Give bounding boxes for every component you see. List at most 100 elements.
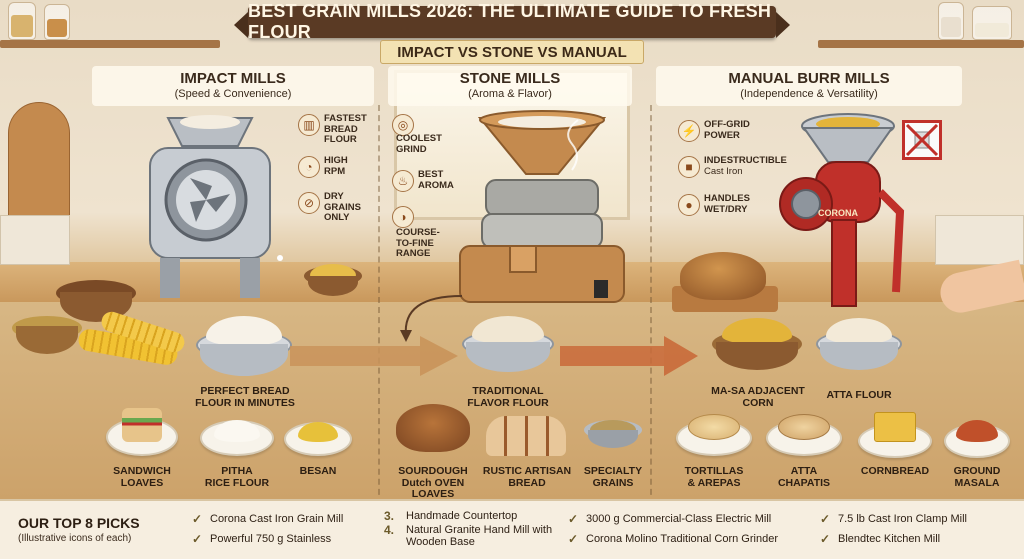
cabinet: [0, 215, 70, 265]
atta-bowl: [820, 342, 898, 370]
pick-item: ✓ Powerful 750 g Stainless: [192, 533, 331, 545]
grain-bowl: [16, 326, 78, 354]
flour-bowl: [200, 344, 288, 376]
cast-iron-icon: ■: [678, 156, 700, 178]
flow-arrow: [290, 336, 458, 376]
title-banner: BEST GRAIN MILLS 2026: THE ULTIMATE GUID…: [234, 1, 790, 42]
caption-cornbread: CORNBREAD: [852, 465, 938, 478]
feature-line: FASTEST: [324, 113, 367, 124]
specialty-grains-bowl: [588, 430, 638, 448]
check-icon: ✓: [192, 532, 203, 546]
caption-masa-adjacent-corn: MA-SA ADJACENT CORN: [698, 385, 818, 409]
jar: [8, 2, 36, 40]
caption-line: ATTA FLOUR: [826, 389, 892, 401]
pick-text: 7.5 lb Cast Iron Clamp Mill: [838, 513, 967, 525]
droplet-icon: ●: [678, 194, 700, 216]
feature-line: OFF-GRID: [704, 119, 750, 130]
jar: [972, 6, 1012, 40]
caption-line: TORTILLAS: [684, 465, 744, 477]
caption-atta-flour: ATTA FLOUR: [816, 389, 902, 402]
feature-line: COOLEST: [396, 133, 442, 144]
cabinet: [935, 215, 1024, 265]
feature-line: TO-FINE: [396, 237, 434, 249]
feature-line: INDESTRUCTIBLE: [704, 155, 787, 166]
caption-line: & AREPAS: [687, 476, 741, 489]
column-subtitle: (Independence & Versatility): [740, 88, 878, 100]
caption-line: GROUND: [953, 465, 1001, 477]
column-divider: [650, 105, 652, 505]
bread-icon: ▥: [298, 114, 320, 136]
pick-item: 4. Natural Granite Hand Mill with Wooden…: [384, 524, 554, 548]
cornmeal-bowl: [308, 276, 358, 296]
feature-line: GRIND: [396, 143, 427, 155]
caption-line: FLAVOR FLOUR: [467, 396, 549, 409]
feature-line: ONLY: [324, 212, 350, 223]
dial-icon: ◑: [392, 206, 414, 228]
feature-line: Cast Iron: [704, 165, 743, 177]
caption-tortillas-arepas: TORTILLAS& AREPAS: [672, 465, 756, 489]
masala-mound: [956, 420, 998, 442]
caption-line: GRAINS: [592, 476, 634, 489]
besan-mound: [298, 422, 338, 442]
column-divider: [378, 105, 380, 505]
caption-line: PERFECT BREAD: [200, 385, 290, 397]
caption-line: MASALA: [954, 476, 1000, 489]
shelf-left: [0, 40, 220, 48]
pick-text: Corona Molino Traditional Corn Grinder: [586, 533, 778, 545]
caption-line: Dutch OVEN LOAVES: [401, 476, 465, 500]
caption-line: FLOUR IN MINUTES: [195, 396, 295, 409]
check-icon: ✓: [820, 512, 831, 526]
stone-mill-illustration: [459, 110, 625, 303]
check-icon: ✓: [568, 532, 579, 546]
subtitle-banner: IMPACT VS STONE VS MANUAL: [380, 40, 644, 64]
manual-burr-mill-illustration: [779, 113, 905, 307]
pick-item: ✓ Corona Cast Iron Grain Mill: [192, 513, 343, 525]
column-header-manual: MANUAL BURR MILLS (Independence & Versat…: [656, 66, 962, 106]
feature-line: WET/DRY: [704, 203, 748, 215]
no-electricity-icon: [902, 120, 942, 160]
check-icon: ✓: [192, 512, 203, 526]
feature-line: RANGE: [396, 248, 431, 259]
page-subtitle: IMPACT VS STONE VS MANUAL: [397, 43, 627, 61]
caption-line: RUSTIC ARTISAN: [482, 465, 572, 477]
caption-line: LOAVES: [120, 476, 164, 489]
caption-besan: BESAN: [280, 465, 356, 478]
sourdough-loaf: [396, 404, 470, 452]
feature-line: HIGH: [324, 155, 348, 166]
rice-flour-mound: [214, 420, 260, 442]
caption-line: SOURDOUGH: [398, 465, 468, 477]
pick-text: Powerful 750 g Stainless: [210, 533, 332, 545]
cornmeal-mound: [722, 318, 792, 344]
column-header-stone: STONE MILLS (Aroma & Flavor): [388, 66, 632, 106]
column-title: IMPACT MILLS: [180, 70, 286, 87]
page-title: BEST GRAIN MILLS 2026: THE ULTIMATE GUID…: [248, 1, 772, 42]
cutting-board: [8, 102, 70, 222]
caption-line: BREAD: [508, 476, 546, 489]
column-subtitle: (Speed & Convenience): [174, 88, 292, 100]
column-subtitle: (Aroma & Flavor): [468, 88, 552, 100]
pick-item: ✓ Blendtec Kitchen Mill: [820, 533, 940, 545]
feature-line: FLOUR: [324, 134, 357, 145]
caption-line: CHAPATIS: [777, 476, 831, 489]
feature-line: BREAD: [324, 123, 358, 135]
cool-stone-icon: ◎: [392, 114, 414, 136]
top-picks-panel: OUR TOP 8 PICKS (Illustrative icons of e…: [0, 499, 1024, 559]
sandwich-illustration: [122, 408, 162, 442]
flour-mound: [472, 316, 544, 344]
feature-line: BEST: [418, 169, 444, 180]
bread-loaf: [680, 252, 766, 300]
